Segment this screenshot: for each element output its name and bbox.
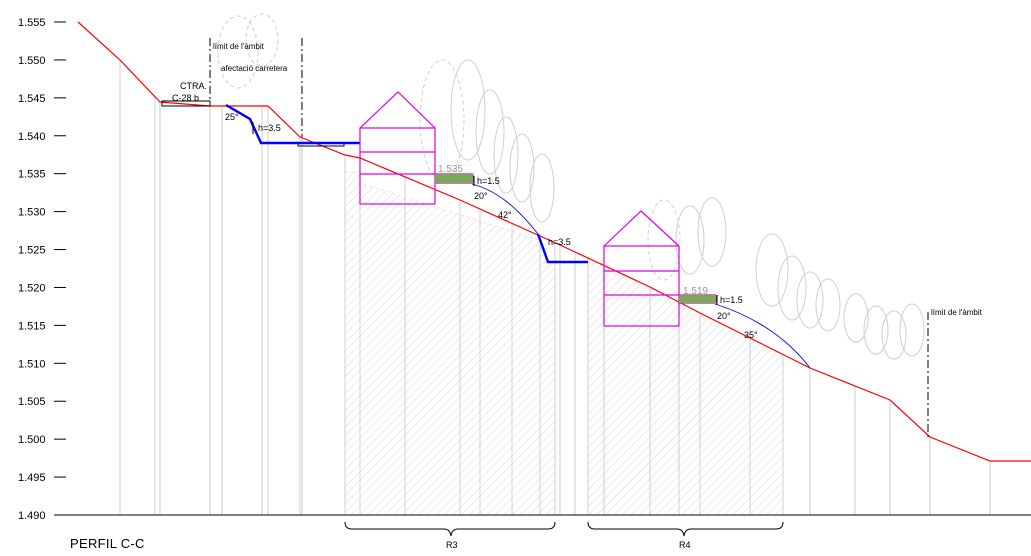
angle-20-label-a: 20° xyxy=(474,191,488,201)
building-r3 xyxy=(359,91,474,205)
level-1535-label: 1.535 xyxy=(438,164,463,175)
limit1-label-line1: límit de l'àmbit xyxy=(213,42,265,51)
reference-lines xyxy=(119,60,991,515)
tree-outline xyxy=(881,310,907,360)
zone-braces xyxy=(344,521,784,537)
tree-outline xyxy=(863,305,889,355)
axis-tick-label: 1.525 xyxy=(18,245,46,257)
new-path xyxy=(225,103,811,369)
tree-outline xyxy=(777,255,807,321)
height-1-5-label-a: h=1.5 xyxy=(477,176,500,186)
tree-outlines xyxy=(217,13,925,360)
axis-tick-label: 1.550 xyxy=(18,55,46,67)
height-1-5-label-b: h=1.5 xyxy=(720,295,743,305)
profile-title: PERFIL C-C xyxy=(70,536,145,551)
terrain-profile-line xyxy=(77,21,1031,462)
axis-tick-label: 1.495 xyxy=(18,472,46,484)
road-label-line2: C-28 b xyxy=(172,93,199,103)
tree-outline xyxy=(419,59,465,181)
platform-r4 xyxy=(679,295,716,303)
zone-r3-label: R3 xyxy=(446,540,458,550)
axis-tick-label: 1.555 xyxy=(18,17,46,29)
axis-tick-label: 1.545 xyxy=(18,93,46,105)
tree-outline xyxy=(493,116,519,194)
height-markers xyxy=(252,122,718,305)
axis-tick-label: 1.515 xyxy=(18,320,46,332)
tree-outline xyxy=(843,293,869,343)
limit1-label-line2: afectació carretera xyxy=(221,64,288,73)
limit2-label: límit de l'àmbit xyxy=(931,308,983,317)
tree-outline xyxy=(697,197,727,267)
angle-20-label-b: 20° xyxy=(717,311,731,321)
height-3-5-label-a: h=3.5 xyxy=(258,123,281,133)
tree-outline xyxy=(755,233,789,307)
axis-tick-label: 1.500 xyxy=(18,434,46,446)
zone-r4-label: R4 xyxy=(679,540,691,550)
tree-outline xyxy=(245,13,279,67)
axis-tick-label: 1.490 xyxy=(18,510,46,522)
axis-tick-label: 1.540 xyxy=(18,131,46,143)
tree-outline xyxy=(450,59,486,161)
tree-outline xyxy=(509,133,535,203)
tree-outline xyxy=(475,89,505,175)
tree-outline xyxy=(675,205,705,275)
angle-35-label: 35° xyxy=(744,330,758,340)
tree-outline xyxy=(647,199,681,281)
tree-outline xyxy=(899,303,925,357)
slope-25-label: 25° xyxy=(225,112,239,122)
axis-tick-label: 1.520 xyxy=(18,282,46,294)
axis-tick-label: 1.505 xyxy=(18,396,46,408)
axis-tick-label: 1.535 xyxy=(18,169,46,181)
axis-tick-label: 1.530 xyxy=(18,207,46,219)
road-label-line1: CTRA. xyxy=(180,81,207,91)
axis-tick-label: 1.510 xyxy=(18,358,46,370)
tree-outline xyxy=(815,278,841,332)
height-3-5-label-b: h=3.5 xyxy=(548,237,571,247)
tree-outline xyxy=(217,15,259,89)
tree-outline xyxy=(796,271,824,329)
elevation-axis: 1.555 1.550 1.545 1.540 1.535 1.530 1.525 1.520… xyxy=(18,17,1031,522)
angle-42-label: 42° xyxy=(498,210,512,220)
level-1519-label: 1.519 xyxy=(683,286,708,297)
r3-hatch xyxy=(344,171,556,516)
tree-outline xyxy=(529,153,555,223)
limit-markers xyxy=(209,38,929,437)
platform-r3 xyxy=(435,174,473,183)
